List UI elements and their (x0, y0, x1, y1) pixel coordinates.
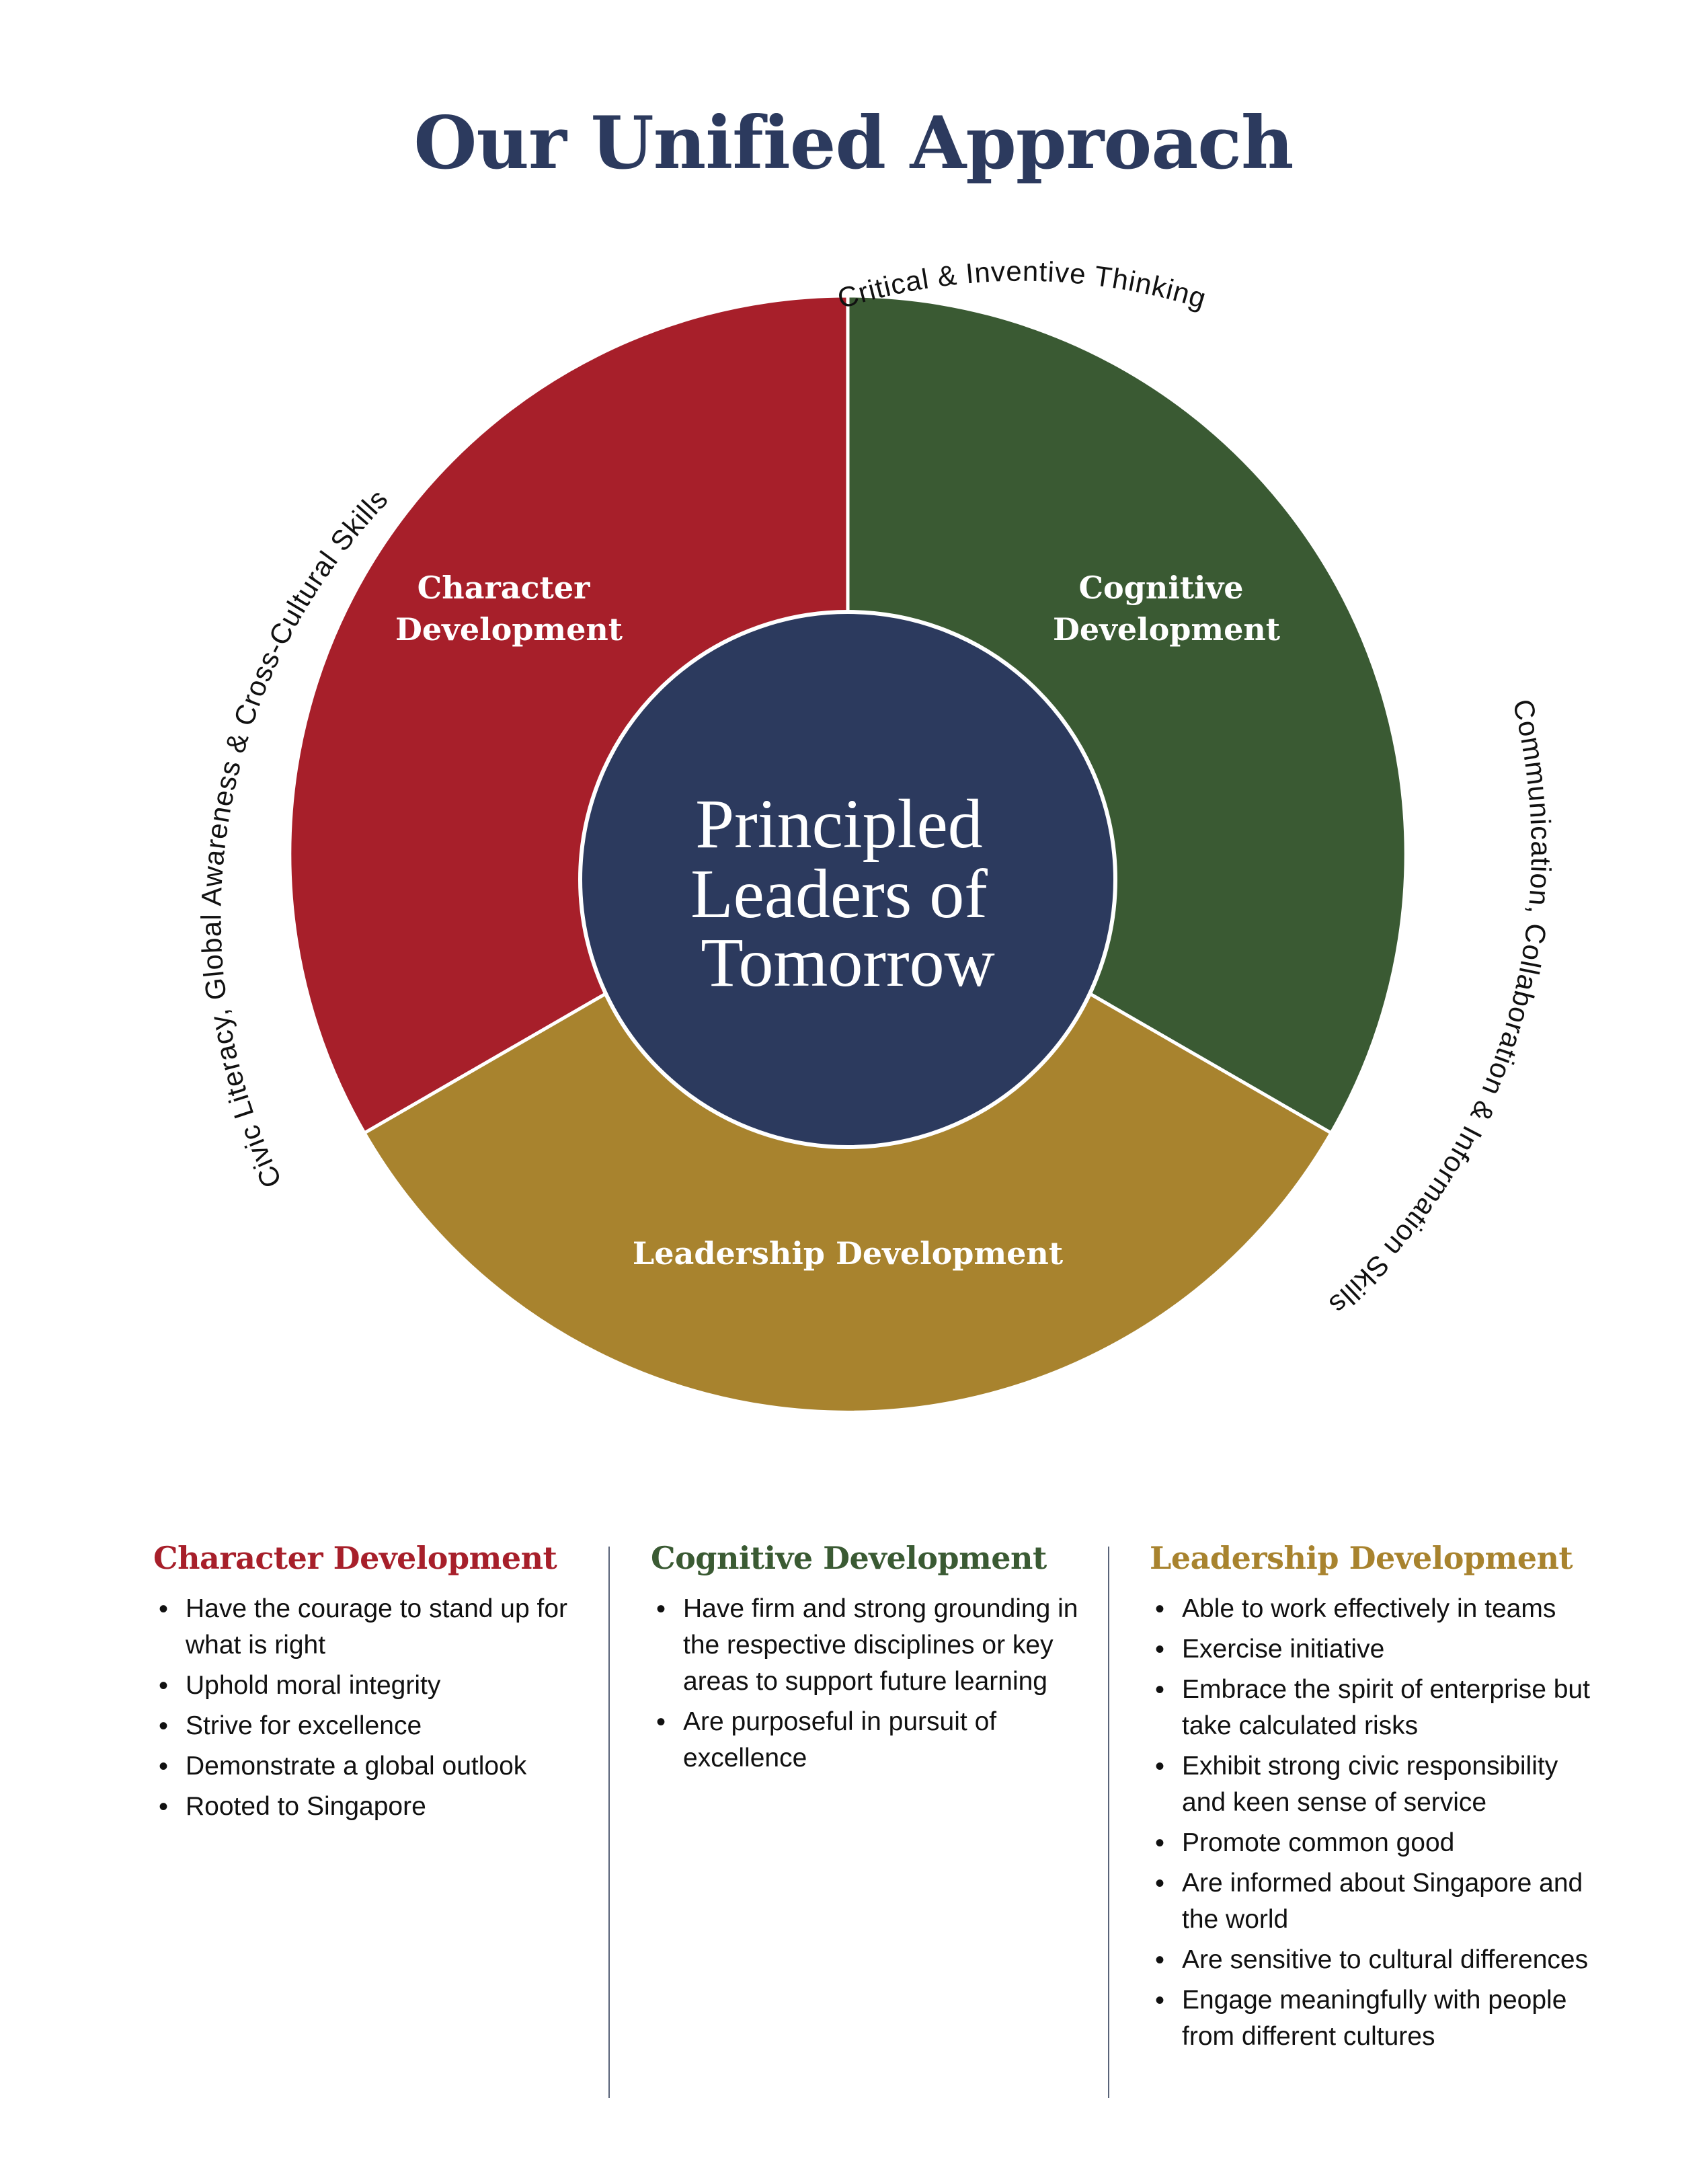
list-item: Embrace the spirit of enterprise but tak… (1150, 1672, 1607, 1744)
column-divider (608, 1547, 610, 2098)
list-item: Engage meaningfully with people from dif… (1150, 1982, 1607, 2055)
list-item: Able to work effectively in teams (1150, 1591, 1607, 1627)
list-item: Are sensitive to cultural differences (1150, 1942, 1607, 1978)
list-item: Are informed about Singapore and the wor… (1150, 1865, 1607, 1938)
column-cognitive: Cognitive Development Have firm and stro… (651, 1540, 1081, 1781)
center-label: Principled Leaders of Tomorrow (690, 785, 1005, 1001)
segment-label-cognitive: Cognitive Development (1053, 570, 1281, 648)
list-item: Have firm and strong grounding in the re… (651, 1591, 1081, 1700)
column-divider (1108, 1547, 1109, 2098)
list-item: Exercise initiative (1150, 1631, 1607, 1668)
center-circle (578, 610, 1117, 1149)
list-item: Have the courage to stand up for what is… (153, 1591, 584, 1664)
list-item: Strive for excellence (153, 1708, 584, 1744)
column-heading-cognitive: Cognitive Development (651, 1540, 1047, 1576)
list-cognitive: Have firm and strong grounding in the re… (651, 1591, 1081, 1777)
list-item: Promote common good (1150, 1825, 1607, 1861)
list-leadership: Able to work effectively in teams Exerci… (1150, 1591, 1607, 2055)
list-item: Demonstrate a global outlook (153, 1748, 584, 1785)
development-columns: Character Development Have the courage t… (0, 1540, 1707, 2111)
column-character: Character Development Have the courage t… (153, 1540, 584, 1829)
page-title: Our Unified Approach (413, 101, 1294, 186)
column-leadership: Leadership Development Able to work effe… (1150, 1540, 1607, 2059)
list-character: Have the courage to stand up for what is… (153, 1591, 584, 1825)
column-heading-character: Character Development (153, 1540, 557, 1576)
list-item: Exhibit strong civic responsibility and … (1150, 1748, 1607, 1821)
segment-label-character: Character Development (395, 570, 623, 648)
column-heading-leadership: Leadership Development (1150, 1540, 1573, 1576)
approach-diagram: Character Development Cognitive Developm… (195, 256, 1556, 1414)
list-item: Are purposeful in pursuit of excellence (651, 1704, 1081, 1777)
list-item: Uphold moral integrity (153, 1668, 584, 1704)
list-item: Rooted to Singapore (153, 1789, 584, 1825)
segment-label-leadership: Leadership Development (633, 1235, 1064, 1272)
